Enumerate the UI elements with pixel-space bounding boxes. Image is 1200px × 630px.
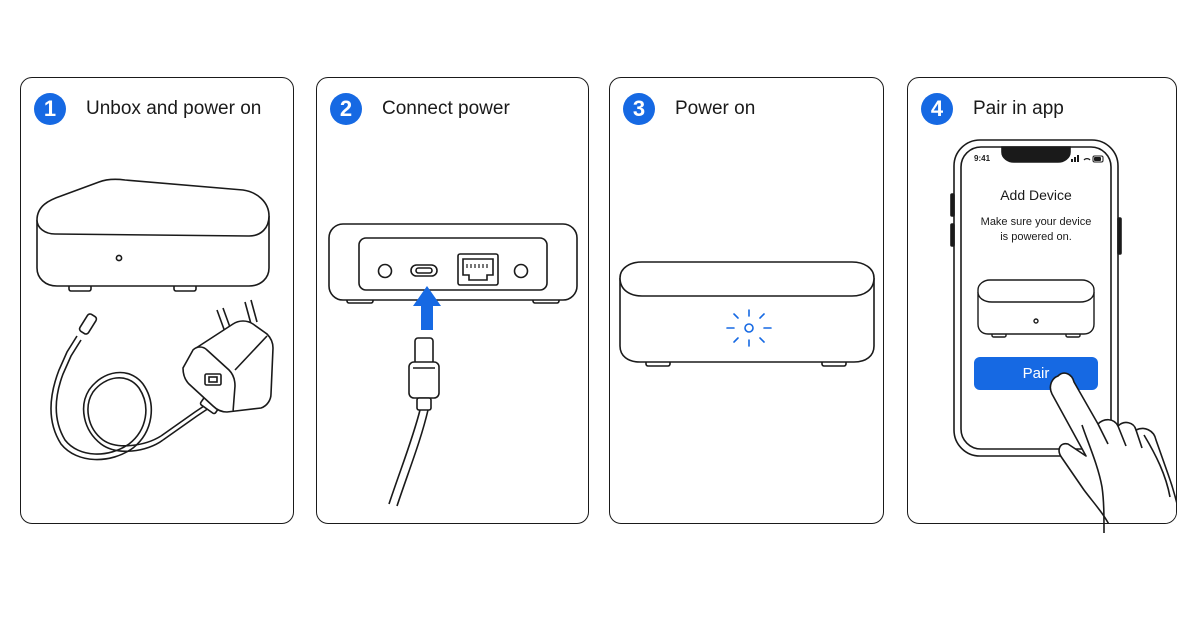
step-2-header: 2 Connect power	[330, 93, 510, 125]
unbox-illustration	[36, 178, 274, 461]
power-on-illustration	[619, 261, 875, 367]
instruction-text-line-2: is powered on.	[1000, 231, 1072, 243]
reset-button-hole	[377, 263, 393, 279]
step-1-title: Unbox and power on	[86, 98, 262, 119]
step-3-badge: 3	[623, 93, 655, 125]
step-3-header: 3 Power on	[623, 93, 755, 125]
power-led-icon	[726, 309, 772, 347]
step-2-panel: 2 Connect power	[316, 77, 589, 524]
instruction-text-line-1: Make sure your device	[980, 216, 1092, 228]
status-bar-icons	[1071, 155, 1104, 163]
step-1-header: 1 Unbox and power on	[34, 93, 261, 125]
step-3-panel: 3 Power on	[609, 77, 884, 524]
phone-time: 9:41	[974, 154, 991, 163]
usb-c-plug	[388, 337, 440, 507]
pair-app-illustration	[950, 139, 1176, 523]
step-4-badge: 4	[921, 93, 953, 125]
connect-power-illustration	[328, 223, 578, 507]
step-4-panel: 9:41 Add Device Make sure your device is…	[907, 77, 1177, 524]
hub-device	[36, 178, 270, 292]
hub-back-panel	[328, 223, 578, 304]
step-1-badge: 1	[34, 93, 66, 125]
step-2-title: Connect power	[382, 98, 510, 119]
add-device-title: Add Device	[1000, 187, 1072, 203]
hub-device	[619, 261, 875, 367]
step-1-panel: 1 Unbox and power on	[20, 77, 294, 524]
step-4-header: 4 Pair in app	[921, 93, 1064, 125]
arrow-up-icon	[413, 286, 441, 330]
led-hole	[513, 263, 529, 279]
step-2-badge: 2	[330, 93, 362, 125]
step-4-title: Pair in app	[973, 98, 1064, 119]
step-3-title: Power on	[675, 98, 756, 119]
pair-button[interactable]: Pair	[1022, 365, 1050, 382]
device-thumbnail	[977, 279, 1095, 338]
hand-wrist-outline	[1081, 424, 1171, 534]
hand-pointer-icon	[1049, 372, 1176, 523]
wall-charger	[182, 299, 274, 413]
